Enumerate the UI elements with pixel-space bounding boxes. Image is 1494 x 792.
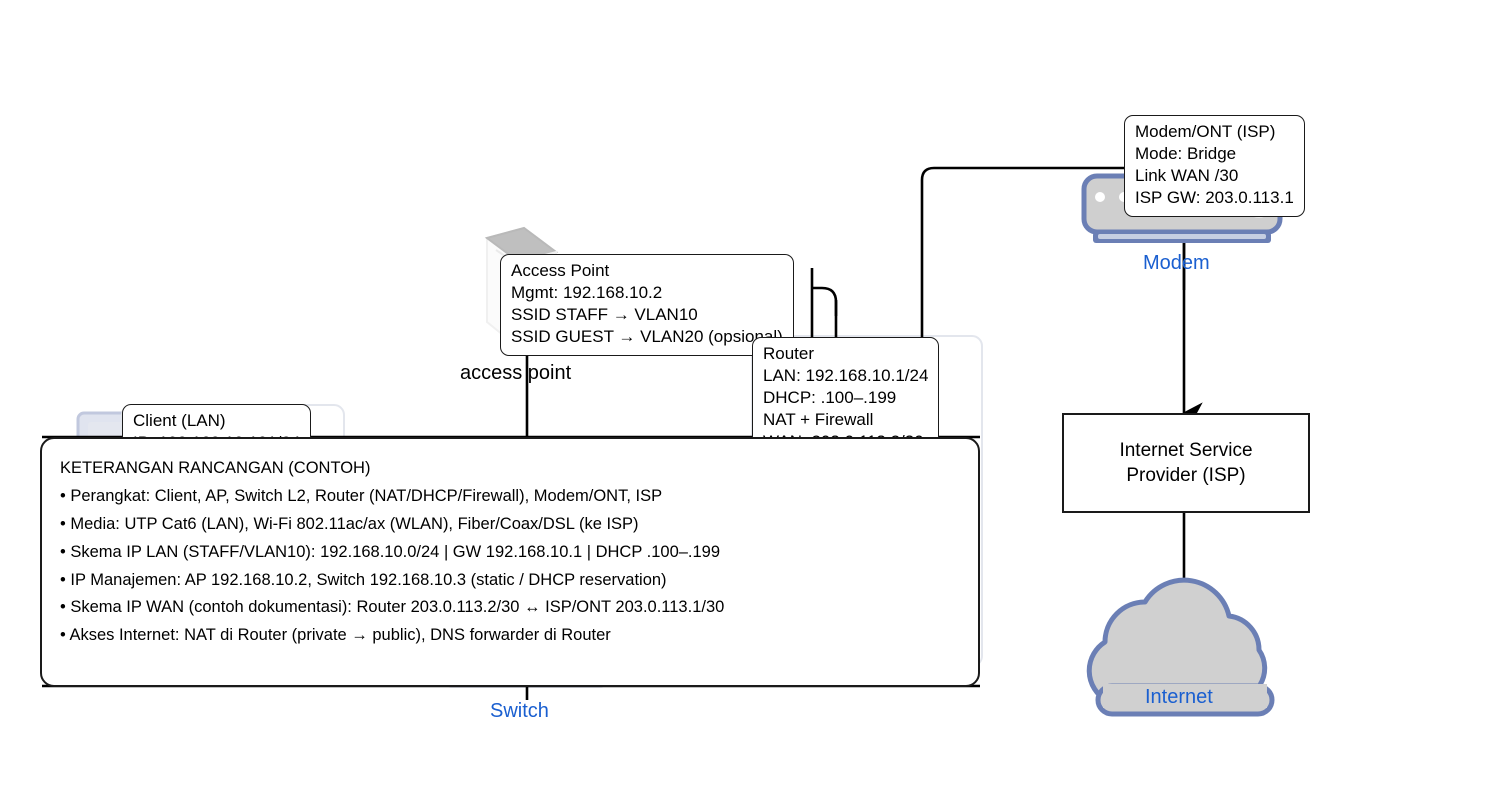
callout-line: Client (LAN)	[133, 411, 226, 430]
keterangan-item: • IP Manajemen: AP 192.168.10.2, Switch …	[60, 570, 667, 589]
modem-caption: Modem	[1143, 252, 1210, 274]
callout-line: Router	[763, 344, 815, 363]
callout-line: SSID STAFF → VLAN10	[511, 304, 698, 324]
callout-line: Mode: Bridge	[1135, 143, 1237, 163]
keterangan-title: KETERANGAN RANCANGAN (CONTOH)	[60, 459, 371, 477]
access-point-callout[interactable]: Access Point Mgmt: 192.168.10.2 SSID STA…	[500, 254, 794, 356]
isp-box[interactable]: Internet Service Provider (ISP)	[1062, 413, 1310, 513]
callout-line: DHCP: .100–.199	[763, 387, 897, 407]
keterangan-item: • Skema IP LAN (STAFF/VLAN10): 192.168.1…	[60, 542, 721, 561]
callout-line: Link WAN /30	[1135, 165, 1239, 185]
keterangan-rancangan-panel: KETERANGAN RANCANGAN (CONTOH) • Perangka…	[40, 437, 980, 687]
isp-label-line-2: Provider (ISP)	[1126, 465, 1246, 486]
isp-label-line-1: Internet Service	[1119, 439, 1253, 461]
callout-line: Modem/ONT (ISP)	[1135, 122, 1276, 141]
keterangan-item: • Akses Internet: NAT di Router (private…	[60, 626, 611, 645]
modem-ont-callout[interactable]: Modem/ONT (ISP) Mode: Bridge Link WAN /3…	[1124, 115, 1305, 217]
link-router-to-modem	[920, 166, 1130, 437]
callout-line: NAT + Firewall	[763, 409, 874, 429]
callout-line: LAN: 192.168.10.1/24	[763, 365, 929, 385]
internet-cloud-label: Internet	[1145, 686, 1213, 708]
keterangan-item: • Perangkat: Client, AP, Switch L2, Rout…	[60, 486, 663, 505]
keterangan-item: • Skema IP WAN (contoh dokumentasi): Rou…	[60, 598, 725, 617]
keterangan-item: • Media: UTP Cat6 (LAN), Wi-Fi 802.11ac/…	[60, 514, 639, 533]
callout-line: Access Point	[511, 261, 610, 280]
callout-line: Mgmt: 192.168.10.2	[511, 282, 663, 302]
switch-caption: Switch	[490, 700, 549, 722]
access-point-caption: access point	[460, 362, 572, 384]
elbow-ap-to-stem	[812, 286, 838, 316]
callout-line: SSID GUEST → VLAN20 (opsional)	[511, 326, 783, 346]
cloud-icon	[1086, 577, 1275, 717]
callout-line: ISP GW: 203.0.113.1	[1135, 187, 1294, 207]
